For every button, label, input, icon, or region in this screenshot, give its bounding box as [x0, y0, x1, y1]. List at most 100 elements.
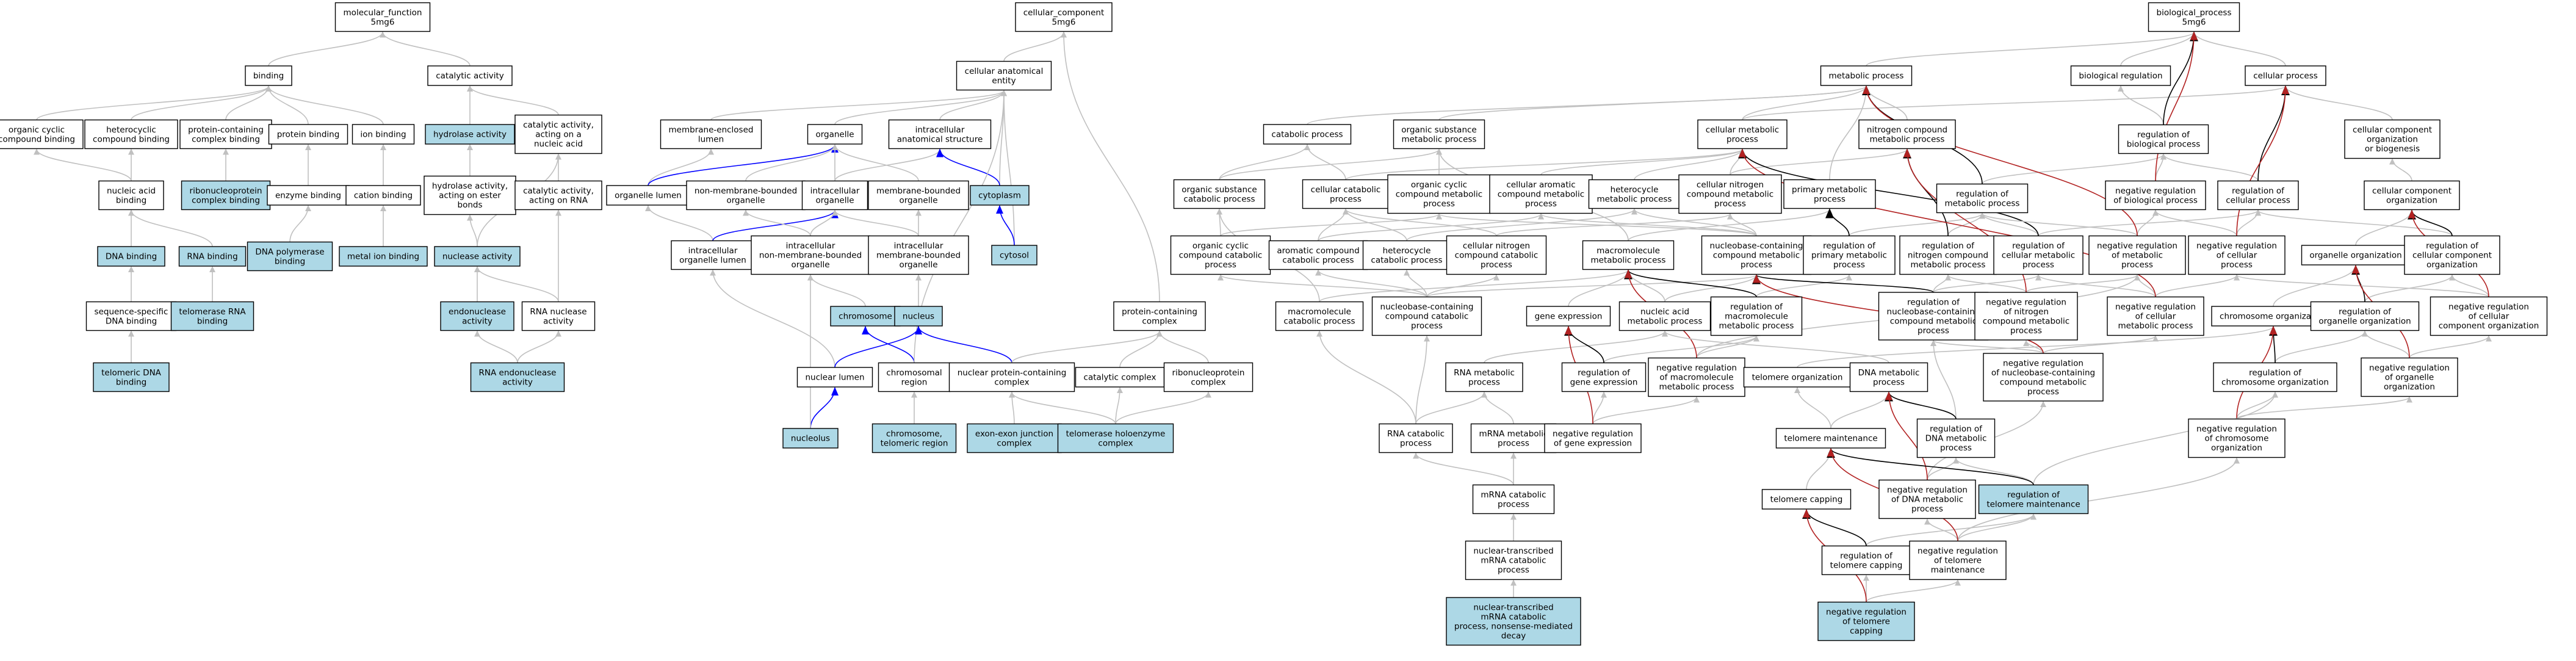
edge-negatively-regulates — [2236, 85, 2289, 236]
node-box — [2148, 2, 2240, 32]
edge-is-a — [2155, 274, 2240, 297]
edge-is-a — [1009, 391, 1016, 424]
node-label-line: organic cyclic — [1411, 180, 1467, 190]
node-box — [1697, 119, 1788, 150]
node-box — [894, 306, 943, 327]
node-label-line: RNA endonuclease — [479, 368, 557, 378]
node-label-line: chromosome organization — [2220, 312, 2327, 322]
node-label-line: complex — [997, 438, 1031, 448]
node-metab: metabolic process — [1820, 65, 1913, 86]
node-label-line: 5mg6 — [371, 17, 395, 27]
node-label-line: organization — [2211, 443, 2262, 453]
node-label-line: cellular anatomical — [965, 67, 1044, 76]
node-label-line: process — [2022, 260, 2054, 270]
edge-is-a — [1481, 391, 1514, 424]
node-label-line: chromosome, — [886, 429, 942, 439]
node-nuc-lumen: nuclear lumen — [796, 367, 873, 388]
edge-is-a — [2043, 335, 2159, 354]
node-box — [1821, 545, 1911, 576]
node-box — [1582, 240, 1675, 270]
node-label-line: acting on RNA — [529, 195, 588, 205]
node-label-line: metabolic process — [1402, 134, 1477, 144]
node-box — [2245, 65, 2326, 86]
node-nucleus: nucleus — [894, 306, 943, 327]
node-label-line: negative regulation — [1553, 429, 1633, 439]
edge-is-a — [745, 144, 838, 181]
node-label-line: organization — [2384, 382, 2435, 392]
node-telmaint: telomere maintenance — [1775, 428, 1886, 449]
edge-is-a — [2389, 158, 2412, 181]
node-label-line: of biological process — [2113, 195, 2198, 205]
node-label-line: of cellular — [2135, 312, 2176, 322]
node-label-line: binding — [253, 71, 284, 81]
node-label-line: metabolic process — [1628, 316, 1703, 326]
node-box — [334, 2, 431, 32]
node-label-line: organelle — [726, 195, 765, 205]
node-metal-bind: metal ion binding — [339, 246, 428, 267]
edge-is-a — [648, 148, 714, 186]
edge-is-a — [743, 209, 811, 236]
node-label-line: acting on ester — [439, 191, 501, 201]
node-label-line: intracellular — [915, 125, 965, 135]
node-label-line: nitrogen compound — [1867, 125, 1947, 135]
node-label-line: entity — [992, 76, 1016, 85]
edge-is-a — [1696, 335, 1759, 358]
node-label-line: gene expression — [1570, 377, 1638, 387]
node-label-line: of macromolecule — [1659, 373, 1733, 383]
node-label-line: telomere maintenance — [1784, 434, 1877, 444]
node-cat-rna: catalytic activity,acting on RNA — [514, 180, 602, 211]
node-box — [470, 362, 565, 392]
node-label-line: compound metabolic — [2000, 377, 2087, 387]
node-box — [1275, 301, 1364, 331]
node-box — [1446, 235, 1547, 275]
edge-is-a — [1742, 85, 2289, 121]
node-label-line: cellular catabolic — [1311, 185, 1381, 195]
node-label-line: process, nonsense-mediated — [1454, 621, 1573, 631]
node-label-line: membrane-enclosed — [669, 125, 754, 135]
node-label-line: metabolic process — [1591, 255, 1666, 265]
edge-is-a — [1866, 513, 2037, 546]
node-label-line: process — [1814, 194, 1845, 204]
node-label-line: organic substance — [1401, 125, 1476, 135]
node-label-line: or biogenesis — [2365, 144, 2420, 154]
node-label-line: telomere organization — [1752, 373, 1843, 383]
node-label-line: complex — [1142, 316, 1177, 326]
node-label-line: binding — [197, 316, 228, 326]
node-box — [2404, 235, 2500, 275]
node-label-line: compound binding — [0, 134, 75, 144]
node-label-line: process — [1940, 443, 1972, 453]
node-label-line: process — [1498, 565, 1529, 575]
node-box — [1163, 362, 1254, 392]
edge-part-of — [712, 209, 839, 241]
edge-is-a — [1628, 208, 1833, 241]
node-label-line: complex binding — [192, 195, 260, 205]
edge-is-a — [1415, 335, 1430, 424]
node-label-line: catabolic process — [1183, 194, 1255, 204]
edge-is-a — [1662, 330, 1889, 363]
node-label-line: negative regulation — [2115, 302, 2196, 312]
node-label-line: biological regulation — [2079, 71, 2162, 81]
edge-is-a — [1496, 213, 1733, 237]
node-label-line: 5mg6 — [2182, 17, 2206, 27]
node-label-line: nucleolus — [791, 434, 830, 444]
edge-part-of — [862, 326, 915, 363]
node-label-line: DNA binding — [106, 316, 157, 326]
edge-is-a — [834, 90, 1007, 125]
